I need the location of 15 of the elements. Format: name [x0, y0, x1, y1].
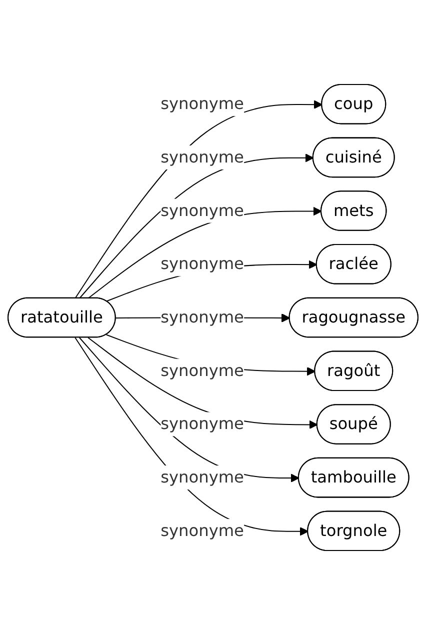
edge-label: synonyme: [160, 254, 244, 274]
edge-label: synonyme: [160, 414, 244, 434]
edge-label: synonyme: [160, 467, 244, 487]
arrow: [88, 337, 318, 430]
arrow: [74, 337, 308, 536]
edge-label: synonyme: [160, 520, 244, 540]
edge-label: synonyme: [160, 360, 244, 380]
edge-label: synonyme: [160, 94, 244, 114]
edge-label: synonyme: [160, 307, 244, 327]
edge-label: synonyme: [160, 147, 244, 166]
arrow: [79, 153, 314, 299]
arrow: [79, 337, 300, 482]
edge-label: synonyme: [160, 200, 244, 220]
arrow: [74, 100, 322, 299]
arrow: [88, 206, 322, 299]
